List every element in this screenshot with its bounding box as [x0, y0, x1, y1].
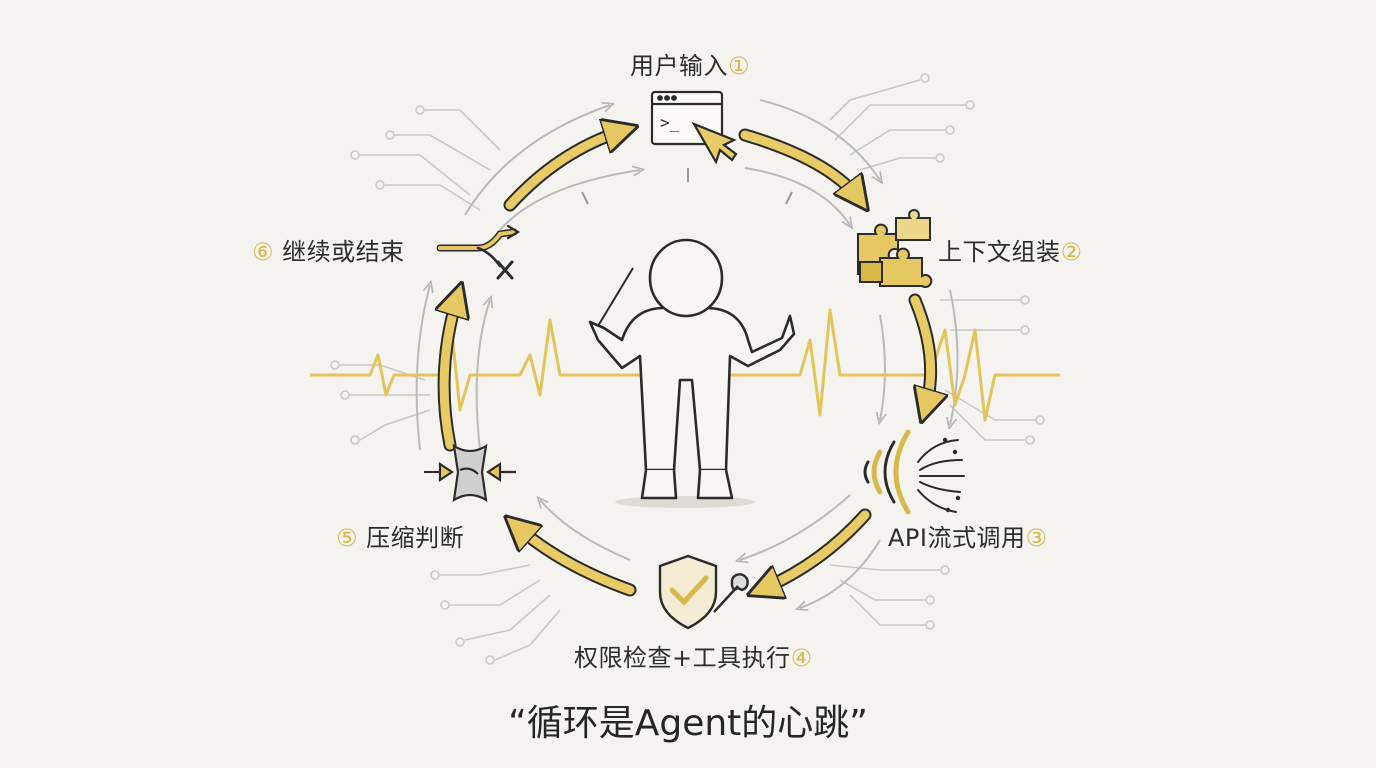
heartbeat-line: [310, 308, 1060, 422]
step-6-number: ⑥: [252, 238, 275, 266]
step-1-label: 用户输入①: [630, 52, 751, 80]
shield-wrench-icon: [658, 554, 749, 630]
step-3-label: API流式调用③: [888, 524, 1048, 552]
caption-quote: “循环是Agent的心跳”: [508, 703, 868, 744]
step-2-label: 上下文组装②: [938, 238, 1083, 266]
step-5-label: ⑤ 压缩判断: [336, 524, 465, 552]
compress-icon: [424, 443, 516, 503]
circuit-traces: [330, 73, 1045, 665]
terminal-prompt: >_: [660, 113, 680, 132]
step-3-number: ③: [1025, 524, 1048, 552]
terminal-cursor-icon: >_: [650, 90, 738, 165]
branch-fork-icon: [436, 224, 521, 280]
step-1-number: ①: [728, 52, 751, 80]
step-6-label: ⑥ 继续或结束: [252, 238, 405, 266]
step-2-number: ②: [1060, 238, 1083, 266]
conductor-figure: [588, 238, 796, 508]
puzzle-icon: [857, 209, 933, 288]
tick-marks: [581, 168, 793, 205]
inner-loop-arrows: [415, 99, 959, 608]
step-4-label: 权限检查+工具执行④: [574, 644, 813, 672]
main-loop-arrows: [444, 130, 931, 590]
signal-stream-icon: [863, 429, 965, 515]
step-5-number: ⑤: [336, 524, 359, 552]
step-4-number: ④: [790, 644, 813, 672]
